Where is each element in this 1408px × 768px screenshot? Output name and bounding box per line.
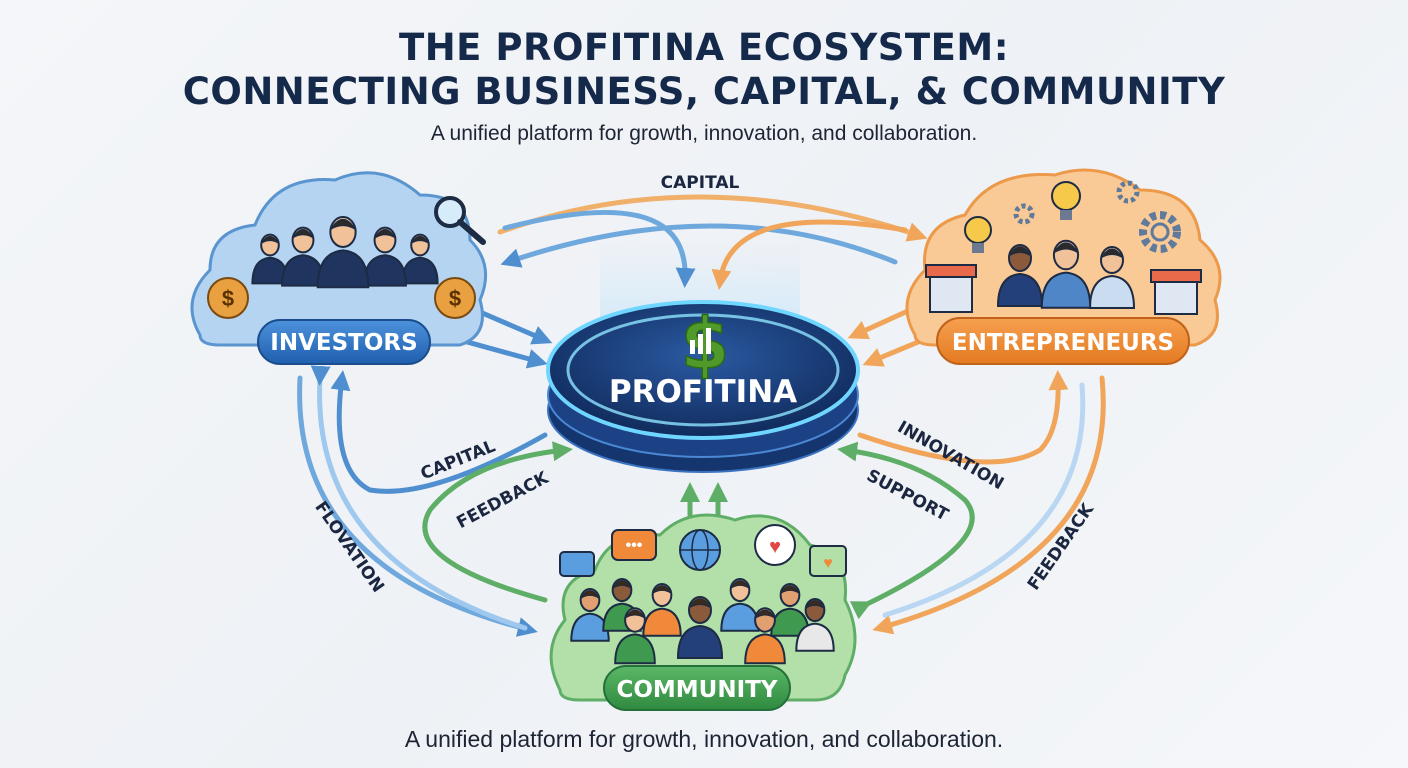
arrow-flovation <box>297 375 538 637</box>
money-bag-icon: $ <box>434 277 476 319</box>
investors-node[interactable]: $ $ INVESTORS <box>190 171 488 365</box>
entrepreneurs-label: ENTREPRENEURS <box>952 330 1174 356</box>
storefront-icon <box>1150 269 1202 315</box>
magnifier-icon <box>434 196 486 245</box>
money-bag-icon: $ <box>207 277 249 319</box>
community-people <box>570 577 835 665</box>
arrow-investors-hub <box>502 210 696 288</box>
entrepreneurs-pill <box>936 317 1190 365</box>
svg-text:♥: ♥ <box>823 555 833 572</box>
hub-label: PROFITINA <box>609 374 797 410</box>
entrepreneurs-node[interactable]: ENTREPRENEURS <box>905 168 1222 365</box>
gear-icon <box>1116 180 1140 204</box>
globe-icon <box>679 529 721 571</box>
svg-text:$: $ <box>222 286 234 311</box>
label-support: SUPPORT <box>863 466 952 526</box>
person-icon <box>996 244 1044 307</box>
flow-arrows <box>297 194 1106 637</box>
svg-text:•••: ••• <box>626 537 643 554</box>
dollar-chart-icon: $ <box>680 302 730 386</box>
arrow-feedback-left <box>422 441 573 603</box>
person-icon <box>281 226 325 287</box>
svg-text:♥: ♥ <box>769 536 781 558</box>
entrepreneurs-people <box>996 239 1136 309</box>
svg-text:$: $ <box>681 303 730 385</box>
person-icon <box>720 577 760 632</box>
arrow-inv-2 <box>457 337 548 369</box>
arrow-entrepreneurs-hub <box>711 219 908 290</box>
label-top-capital: CAPITAL <box>661 173 740 193</box>
subtitle: A unified platform for growth, innovatio… <box>430 122 978 145</box>
lightbulb-icon <box>964 216 992 253</box>
arrow-ent-1 <box>847 307 913 340</box>
svg-text:$: $ <box>449 286 461 311</box>
label-flovation: FLOVATION <box>310 498 387 597</box>
arrow-flovation-2 <box>310 365 528 631</box>
person-icon <box>1040 239 1092 309</box>
label-feedback-right: FEEDBACK <box>1024 499 1099 594</box>
arrow-capital-back <box>500 223 898 268</box>
title-line-2: CONNECTING BUSINESS, CAPITAL, & COMMUNIT… <box>182 70 1226 113</box>
person-icon <box>642 582 682 637</box>
investors-people <box>251 216 439 289</box>
person-icon <box>1088 246 1136 309</box>
arrow-support <box>837 441 975 620</box>
investors-label: INVESTORS <box>270 330 417 356</box>
community-pill <box>603 665 791 711</box>
person-icon <box>251 233 289 285</box>
person-icon <box>795 597 835 652</box>
lightbulb-icon <box>1051 181 1081 220</box>
hub-top <box>546 300 860 440</box>
profitina-hub[interactable]: $ PROFITINA <box>546 300 860 473</box>
person-icon <box>363 226 407 287</box>
label-innovation: INNOVATION <box>894 417 1007 494</box>
heart-bubble-icon: ♥ <box>754 524 796 566</box>
heart-chat-icon: ♥ <box>809 545 847 577</box>
title-line-1: THE PROFITINA ECOSYSTEM: <box>398 26 1010 69</box>
person-icon <box>570 587 610 642</box>
community-node[interactable]: ••• ♥ ♥ COMMUNITY <box>549 513 857 711</box>
footer-tagline: A unified platform for growth, innovatio… <box>404 726 1004 752</box>
person-icon <box>676 596 724 659</box>
hub-ring <box>566 313 840 427</box>
arrow-feedback-right-2 <box>882 382 1086 618</box>
arrow-inv-1 <box>477 309 553 345</box>
person-icon <box>316 216 370 289</box>
arrow-innovation <box>857 370 1069 465</box>
storefront-icon <box>925 264 977 313</box>
investors-pill <box>257 319 431 365</box>
person-icon <box>614 607 656 665</box>
person-icon <box>744 607 786 665</box>
gear-icon <box>1013 203 1035 225</box>
chat-bubble-icon <box>559 551 595 577</box>
gear-icon <box>1139 211 1181 253</box>
arrow-feedback-right <box>872 375 1106 635</box>
arrow-capital-left <box>330 370 548 494</box>
chat-dots-icon: ••• <box>611 529 657 561</box>
community-label: COMMUNITY <box>616 677 777 703</box>
